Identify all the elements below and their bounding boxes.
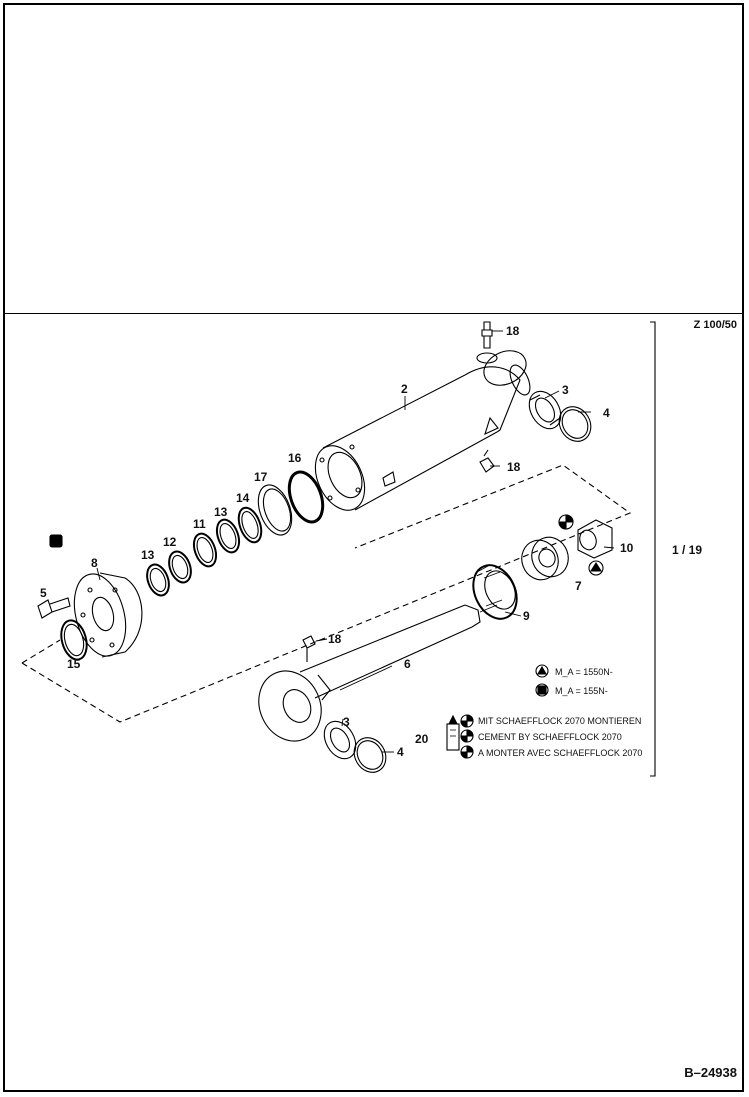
part-label-2: 2 bbox=[401, 382, 408, 396]
bolt-torque-marker bbox=[49, 534, 63, 548]
document-number: B–24938 bbox=[684, 1065, 737, 1080]
ring-11 bbox=[192, 532, 218, 568]
part-label-13-upper: 13 bbox=[214, 505, 228, 519]
part-label-10: 10 bbox=[620, 541, 634, 555]
part-label-14: 14 bbox=[236, 491, 250, 505]
grease-nipple-mid bbox=[479, 449, 495, 473]
part-label-16: 16 bbox=[288, 451, 302, 465]
part-label-4-upper: 4 bbox=[603, 406, 610, 420]
ring-14 bbox=[237, 506, 263, 544]
piston bbox=[472, 564, 518, 620]
grease-nipple-top bbox=[476, 321, 498, 364]
section-divider bbox=[5, 313, 744, 314]
nut bbox=[577, 519, 613, 559]
torque-spec-2: M_A = 155N- bbox=[555, 686, 608, 696]
nut-loctite-marker bbox=[558, 514, 574, 530]
torque-legend-icons bbox=[535, 664, 549, 697]
bushing-upper bbox=[528, 390, 562, 430]
bolt bbox=[37, 597, 71, 619]
ring-13b bbox=[146, 563, 170, 597]
part-label-18-top: 18 bbox=[506, 324, 520, 338]
part-label-13-lower: 13 bbox=[141, 548, 155, 562]
part-label-7: 7 bbox=[575, 579, 582, 593]
ring-12 bbox=[168, 550, 192, 584]
part-label-18-mid: 18 bbox=[507, 460, 521, 474]
grease-nipple-rod bbox=[302, 635, 316, 662]
seal-17 bbox=[257, 484, 293, 536]
page-border bbox=[3, 3, 744, 1092]
ring-15 bbox=[60, 619, 88, 661]
part-label-4-lower: 4 bbox=[397, 745, 404, 759]
loctite-bottle bbox=[446, 714, 460, 751]
cylinder-tube bbox=[314, 350, 531, 511]
piston-rod bbox=[258, 604, 481, 742]
page-reference: 1 / 19 bbox=[672, 543, 703, 557]
part-label-17: 17 bbox=[254, 470, 268, 484]
snap-ring-lower bbox=[353, 737, 387, 773]
spacer bbox=[521, 536, 569, 581]
assembly-envelope bbox=[21, 464, 632, 723]
part-label-12: 12 bbox=[163, 535, 177, 549]
bushing-lower bbox=[323, 720, 357, 760]
part-label-6: 6 bbox=[404, 657, 411, 671]
nut-torque-marker bbox=[588, 560, 604, 576]
group-bracket bbox=[650, 321, 656, 777]
legend-german: MIT SCHAEFFLOCK 2070 MONTIEREN bbox=[478, 716, 641, 726]
leader-lines bbox=[96, 330, 615, 753]
part-label-9: 9 bbox=[523, 609, 530, 623]
cylinder-head bbox=[73, 572, 143, 658]
legend-french: A MONTER AVEC SCHAEFFLOCK 2070 bbox=[478, 748, 642, 758]
part-label-3-upper: 3 bbox=[562, 383, 569, 397]
part-label-3-lower: 3 bbox=[343, 715, 350, 729]
part-label-15: 15 bbox=[67, 657, 81, 671]
o-ring-16 bbox=[287, 470, 325, 524]
part-label-8: 8 bbox=[91, 556, 98, 570]
legend-english: CEMENT BY SCHAEFFLOCK 2070 bbox=[478, 732, 622, 742]
ring-13a bbox=[215, 518, 241, 554]
part-label-18-rod: 18 bbox=[328, 632, 342, 646]
snap-ring-upper bbox=[558, 406, 592, 442]
torque-spec-1: M_A = 1550N- bbox=[555, 667, 613, 677]
loctite-legend-icons bbox=[460, 714, 474, 759]
part-label-11: 11 bbox=[193, 517, 206, 531]
sheet-reference: Z 100/50 bbox=[693, 319, 737, 331]
part-label-5: 5 bbox=[40, 586, 47, 600]
part-label-20: 20 bbox=[415, 732, 429, 746]
